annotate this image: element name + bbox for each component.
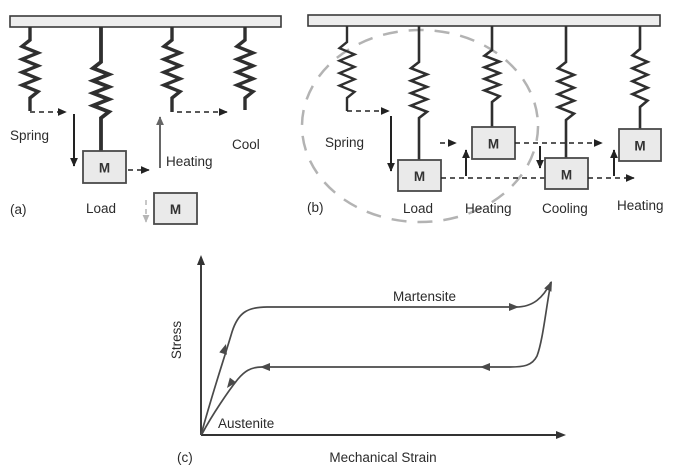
mass-label: M	[414, 169, 425, 184]
cool-label: Cool	[232, 137, 260, 152]
spring-a-1-icon	[17, 27, 43, 111]
panel-a: M M Spring Heating Cool (a) Load	[9, 15, 282, 225]
spring-b-4-icon	[554, 26, 578, 159]
loading-rise-arrowhead-icon	[219, 344, 227, 355]
mass-label: M	[634, 139, 645, 154]
mass-label: M	[99, 161, 110, 176]
spring-a-2-icon	[87, 27, 115, 153]
heating-label: Heating	[465, 201, 512, 216]
cooling-label: Cooling	[542, 201, 588, 216]
panel-c-chart: Martensite Austenite Stress Mechanical S…	[169, 255, 566, 465]
panel-c-tag: (c)	[177, 450, 193, 465]
spring-a-3-icon	[159, 27, 185, 112]
lower-plateau-end-arrowhead-icon	[260, 363, 270, 371]
x-axis-arrowhead-icon	[556, 431, 566, 439]
lower-plateau-arrowhead-icon	[480, 363, 490, 371]
martensite-label: Martensite	[393, 289, 456, 304]
unloading-curve	[201, 281, 552, 435]
unloading-descent-arrowhead-icon	[227, 377, 237, 388]
x-axis-label: Mechanical Strain	[329, 450, 436, 465]
spring-a-4-icon	[232, 27, 258, 110]
loading-curve	[200, 281, 552, 436]
ceiling-bar-b	[307, 14, 661, 27]
load-label: Load	[403, 201, 433, 216]
mass-box-a-2	[153, 192, 198, 225]
mass-label: M	[561, 168, 572, 183]
spring-b-5-icon	[629, 26, 651, 130]
mass-label: M	[488, 137, 499, 152]
panel-a-tag: (a)	[10, 202, 27, 217]
panel-b: M M M M Spring (b) Load Heating Cooling …	[300, 14, 664, 224]
mass-box-a-1	[82, 150, 127, 184]
heating-label: Heating	[617, 198, 664, 213]
heating-label: Heating	[166, 154, 213, 169]
peak-arrowhead-icon	[544, 281, 552, 292]
spring-b-2-icon	[407, 26, 431, 161]
load-label: Load	[86, 201, 116, 216]
mass-box-b-load	[397, 159, 442, 192]
ceiling-bar-a	[9, 15, 282, 28]
spring-b-3-icon	[480, 26, 504, 128]
spring-label: Spring	[10, 128, 49, 143]
spring-b-1-icon	[336, 26, 358, 111]
mass-box-b-heating2	[618, 128, 662, 162]
y-axis-label: Stress	[169, 321, 184, 360]
y-axis-arrowhead-icon	[197, 255, 205, 265]
austenite-label: Austenite	[218, 416, 274, 431]
mass-box-b-cooling	[544, 157, 589, 190]
spring-label: Spring	[325, 135, 364, 150]
panel-b-tag: (b)	[307, 200, 324, 215]
upper-plateau-arrowhead-icon	[509, 303, 519, 311]
mass-label: M	[170, 202, 181, 217]
